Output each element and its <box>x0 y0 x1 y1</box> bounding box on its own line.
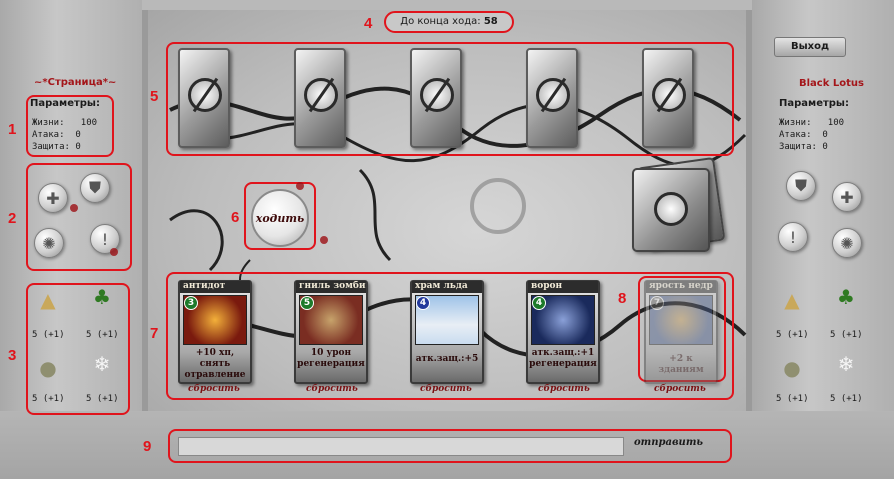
annotation-box-9 <box>168 429 732 463</box>
send-button[interactable]: отправить <box>634 437 704 448</box>
card-description: атк.защ.:+5 <box>415 354 479 364</box>
discard-button[interactable]: сбросить <box>188 384 240 394</box>
card-title: ярость недр <box>646 281 716 293</box>
card-art <box>531 295 595 345</box>
left-ice-value: 5 (+1) <box>86 394 119 404</box>
heal-icon[interactable]: ✚ <box>832 182 862 212</box>
annotation-number: 1 <box>8 121 17 138</box>
discard-button[interactable]: сбросить <box>420 384 472 394</box>
blood-splatter <box>70 204 78 212</box>
card-title: антидот <box>180 281 250 293</box>
annotation-box-1 <box>26 95 114 157</box>
snowflake-blast-icon[interactable]: ✺ <box>34 228 64 258</box>
blood-splatter <box>320 236 328 244</box>
right-ice-value: 5 (+1) <box>830 394 863 404</box>
right-stone-value: 5 (+1) <box>776 394 809 404</box>
stone-icon: ● <box>39 356 57 380</box>
card-title: гниль зомби <box>296 281 366 293</box>
stone-icon: ● <box>783 356 801 380</box>
right-params-title: Параметры: <box>779 98 849 109</box>
end-turn-button[interactable]: ходить <box>251 189 309 247</box>
left-stat-defense: Защита: 0 <box>32 142 81 152</box>
card-description: 10 урон регенерация <box>297 348 365 369</box>
discard-button[interactable]: сбросить <box>538 384 590 394</box>
annotation-box-2 <box>26 163 132 271</box>
card-cost: 7 <box>650 296 664 310</box>
left-params-title: Параметры: <box>30 98 100 109</box>
opponent-card-back <box>642 48 694 148</box>
card-cost: 3 <box>184 296 198 310</box>
drop-icon[interactable]: ! <box>90 224 120 254</box>
annotation-box-6 <box>244 182 316 250</box>
opponent-card-back <box>410 48 462 148</box>
left-wood-value: 5 (+1) <box>86 330 119 340</box>
discard-button[interactable]: сбросить <box>306 384 358 394</box>
right-wood-value: 5 (+1) <box>830 330 863 340</box>
right-frame <box>752 0 894 479</box>
opponent-card-back <box>526 48 578 148</box>
timer-label: До конца хода: <box>400 16 481 27</box>
card-description: +2 к зданиям <box>658 354 704 375</box>
annotation-number: 9 <box>143 438 152 455</box>
annotation-box-7 <box>166 272 734 400</box>
hand-card[interactable]: ворон 4 атк.защ.:+1 регенерация <box>526 280 600 384</box>
gold-icon: ▲ <box>784 288 800 312</box>
tree-icon: ♣ <box>93 285 111 309</box>
opponent-card-back <box>178 48 230 148</box>
gold-icon: ▲ <box>40 288 56 312</box>
annotation-number: 6 <box>231 209 240 226</box>
annotation-box-5 <box>166 42 734 156</box>
right-gold-value: 5 (+1) <box>776 330 809 340</box>
hand-card[interactable]: гниль зомби 5 10 урон регенерация <box>294 280 368 384</box>
blood-splatter <box>296 182 304 190</box>
timer-value: 58 <box>483 16 498 27</box>
heal-icon[interactable]: ✚ <box>38 183 68 213</box>
annotation-number: 8 <box>618 290 627 307</box>
snowflake-blast-icon[interactable]: ✺ <box>832 228 862 258</box>
annotation-number: 3 <box>8 347 17 364</box>
left-stat-attack: Атака: 0 <box>32 130 81 140</box>
card-description: +10 хп, снять отравление <box>184 348 246 380</box>
right-player-name: Black Lotus <box>799 78 864 89</box>
annotation-box-8 <box>638 276 726 382</box>
drop-icon[interactable]: ! <box>778 222 808 252</box>
snowflake-icon: ❄ <box>837 352 855 376</box>
hand-card[interactable]: храм льда 4 атк.защ.:+5 <box>410 280 484 384</box>
annotation-number: 7 <box>150 325 159 342</box>
tree-icon: ♣ <box>837 285 855 309</box>
right-stat-defense: Защита: 0 <box>779 142 828 152</box>
chat-input[interactable] <box>178 437 624 456</box>
shield-icon[interactable]: ⛊ <box>786 171 816 201</box>
hand-card-disabled[interactable]: ярость недр 7 +2 к зданиям <box>644 280 718 384</box>
left-stone-value: 5 (+1) <box>32 394 65 404</box>
left-stat-lives: Жизни: 100 <box>32 118 98 128</box>
shield-icon[interactable]: ⛊ <box>80 173 110 203</box>
card-title: ворон <box>528 281 598 293</box>
right-stat-lives: Жизни: 100 <box>779 118 845 128</box>
snowflake-icon: ❄ <box>93 352 111 376</box>
annotation-number: 2 <box>8 210 17 227</box>
draw-deck-top[interactable] <box>632 168 710 252</box>
card-description: атк.защ.:+1 регенерация <box>529 348 597 369</box>
card-title: храм льда <box>412 281 482 293</box>
right-stat-attack: Атака: 0 <box>779 130 828 140</box>
left-player-name: ~*Страница*~ <box>34 77 117 88</box>
annotation-number: 5 <box>150 88 159 105</box>
card-cost: 4 <box>532 296 546 310</box>
annotation-number: 4 <box>364 15 373 32</box>
left-gold-value: 5 (+1) <box>32 330 65 340</box>
discard-button[interactable]: сбросить <box>654 384 706 394</box>
hand-card[interactable]: антидот 3 +10 хп, снять отравление <box>178 280 252 384</box>
emblem-watermark <box>470 178 526 234</box>
blood-splatter <box>110 248 118 256</box>
exit-button[interactable]: Выход <box>774 37 846 57</box>
card-cost: 4 <box>416 296 430 310</box>
turn-timer: До конца хода: 58 <box>384 11 514 33</box>
annotation-box-3 <box>26 283 130 415</box>
card-cost: 5 <box>300 296 314 310</box>
opponent-card-back <box>294 48 346 148</box>
